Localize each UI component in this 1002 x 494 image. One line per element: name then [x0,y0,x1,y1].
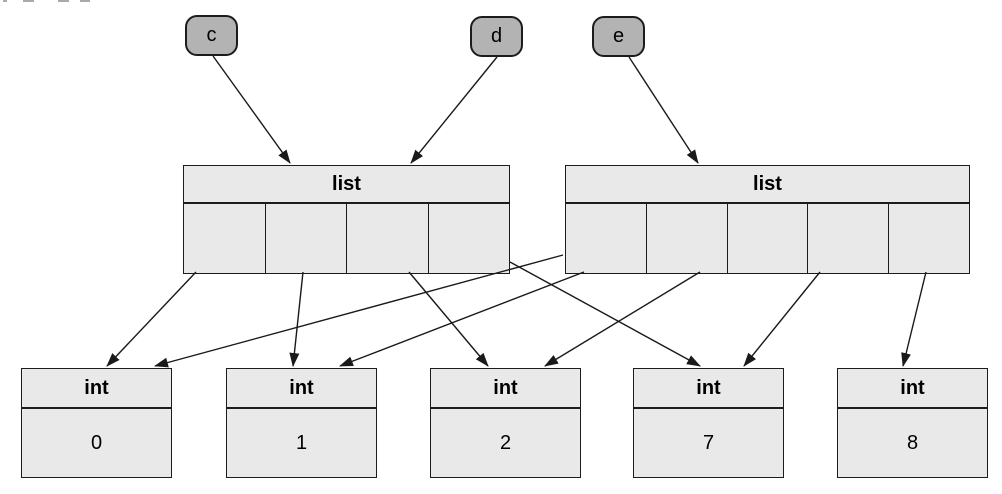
int-value: 7 [702,432,715,454]
edge-list-1-cell-2-to-int-2 [544,271,701,367]
list-0-cell-3 [427,204,510,273]
edge-var-c-to-list-0 [212,55,291,164]
list-object-1: list [565,165,970,274]
edge-var-d-to-list-0 [410,56,498,164]
crop-artifact-dash [58,0,69,2]
list-type-label: list [184,166,509,204]
variable-node-d: d [470,16,523,57]
int-object-7: int 7 [633,368,784,478]
int-type-label: int [838,369,987,409]
list-type-label: list [566,166,969,204]
list-1-cell-3 [807,204,888,273]
list-0-cell-1 [264,204,347,273]
list-1-cell-2 [726,204,808,273]
int-type-label: int [634,369,783,409]
list-0-cell-2 [346,204,428,273]
crop-artifact-dash [3,0,7,2]
int-object-1: int 1 [226,368,377,478]
crop-artifact-dash [23,0,34,2]
int-type-label: int [227,369,376,409]
edge-list-1-cell-3-to-int-7 [743,271,821,367]
list-cell-row [184,204,509,273]
int-object-0: int 0 [21,368,172,478]
list-0-cell-0 [184,204,265,273]
list-1-cell-4 [888,204,969,273]
variable-node-c: c [185,15,238,56]
int-value: 2 [499,432,512,454]
crop-artifact-dash [80,0,90,2]
variable-node-e: e [592,16,645,57]
edge-var-e-to-list-1 [628,56,699,164]
int-value: 1 [295,432,308,454]
list-1-cell-0 [566,204,646,273]
edge-list-0-cell-3-to-int-7 [509,261,701,367]
int-object-8: int 8 [837,368,988,478]
int-value: 8 [906,432,919,454]
edge-list-0-cell-2-to-int-2 [408,271,489,367]
int-type-label: int [431,369,580,409]
list-cell-row [566,204,969,273]
edge-list-0-cell-1-to-int-1 [289,271,304,367]
int-object-2: int 2 [430,368,581,478]
int-value: 0 [90,432,103,454]
list-1-cell-1 [645,204,727,273]
edge-list-1-cell-1-to-int-1 [339,271,585,367]
edge-list-0-cell-0-to-int-0 [106,271,197,367]
int-type-label: int [22,369,171,409]
list-object-0: list [183,165,510,274]
edge-list-1-cell-4-to-int-8 [901,271,927,367]
